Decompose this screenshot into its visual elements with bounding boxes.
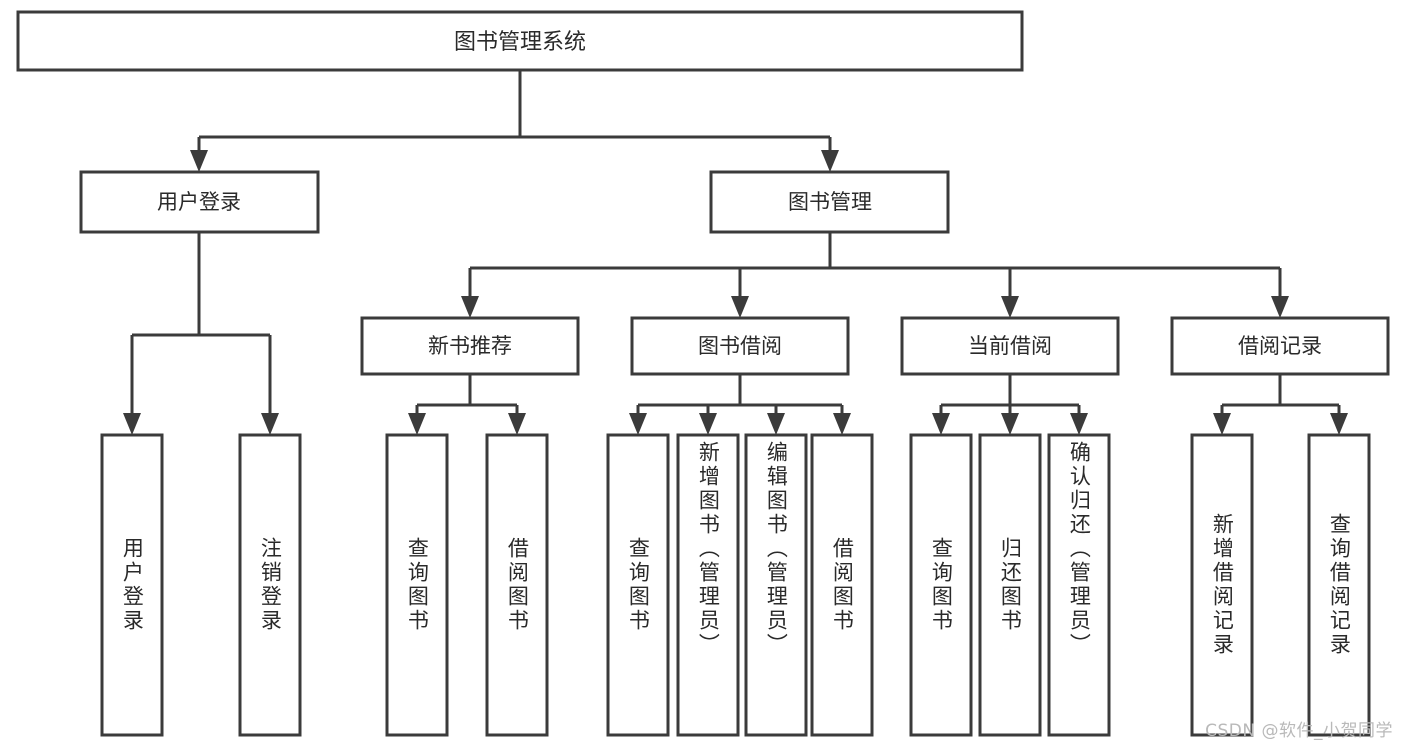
leaf-box-add-book[interactable] [676,433,740,737]
node-root[interactable]: 图书管理系统 [16,10,1024,72]
connector-newbook-to-leaves [408,374,526,435]
leaf-box-query-record[interactable] [1307,433,1371,737]
connector-borrowrecord-to-leaves [1213,374,1348,435]
leaf-box-borrow-book-1[interactable] [485,433,549,737]
leaf-box-query-book-3[interactable] [909,433,973,737]
connector-currentborrow-to-leaves [932,374,1088,435]
node-book-manage-label: 图书管理 [788,190,872,214]
leaf-box-query-book-2[interactable] [606,433,670,737]
connector-userlogin-to-leaves [123,232,279,435]
node-current-borrow[interactable]: 当前借阅 [900,316,1120,376]
node-book-manage[interactable]: 图书管理 [709,170,950,234]
csdn-watermark: CSDN @软件_小贺同学 [1205,721,1393,741]
node-borrow-record-label: 借阅记录 [1238,334,1322,358]
node-new-book-rec-label: 新书推荐 [428,334,512,358]
connector-bookmanage-to-level3 [461,232,1289,318]
node-new-book-rec[interactable]: 新书推荐 [360,316,580,376]
leaf-box-return-book[interactable] [978,433,1042,737]
leaf-box-query-book-1[interactable] [385,433,449,737]
node-root-label: 图书管理系统 [454,30,586,55]
leaf-box-logout[interactable] [238,433,302,737]
leaf-box-borrow-book-2[interactable] [810,433,874,737]
node-book-borrow[interactable]: 图书借阅 [630,316,850,376]
leaf-boxes [100,433,1371,737]
connector-bookborrow-to-leaves [629,374,851,435]
node-user-login-label: 用户登录 [157,190,241,214]
node-book-borrow-label: 图书借阅 [698,334,782,358]
leaf-box-confirm-return[interactable] [1047,433,1111,737]
connector-root-to-level2 [190,70,839,172]
node-borrow-record[interactable]: 借阅记录 [1170,316,1390,376]
leaf-box-user-login[interactable] [100,433,164,737]
node-current-borrow-label: 当前借阅 [968,334,1052,358]
node-user-login[interactable]: 用户登录 [79,170,320,234]
leaf-box-add-record[interactable] [1190,433,1254,737]
leaf-box-edit-book[interactable] [744,433,808,737]
